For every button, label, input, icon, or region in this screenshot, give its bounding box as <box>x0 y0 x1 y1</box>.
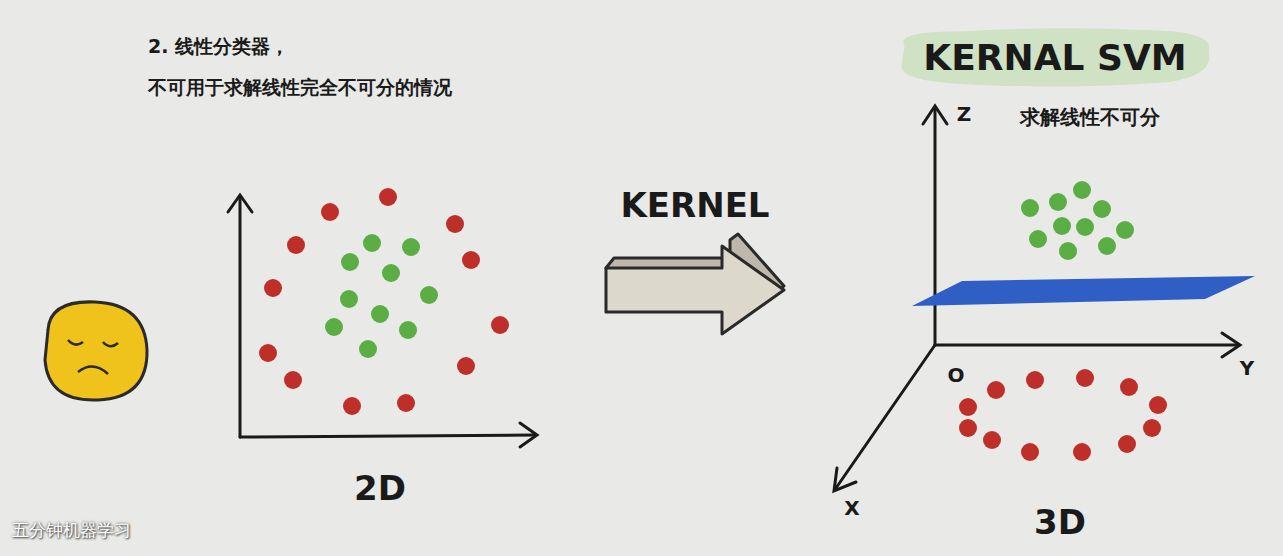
data-point <box>1093 200 1111 218</box>
heading-text: 2. 线性分类器， <box>148 34 289 60</box>
data-point <box>1053 217 1071 235</box>
data-point <box>399 321 417 339</box>
axis-label: X <box>844 496 859 520</box>
plot-caption: 2D <box>354 468 406 508</box>
data-point <box>1029 230 1047 248</box>
highlight-blob: KERNAL SVM <box>895 28 1215 87</box>
data-point <box>340 290 358 308</box>
data-point <box>491 316 509 334</box>
data-point <box>959 419 977 437</box>
axis-label: O <box>947 363 964 387</box>
data-point <box>371 305 389 323</box>
data-point <box>1098 237 1116 255</box>
kernel-arrow <box>606 234 784 334</box>
data-point <box>341 253 359 271</box>
axis-label: Z <box>957 102 972 126</box>
data-point <box>987 381 1005 399</box>
data-point <box>284 371 302 389</box>
data-point <box>420 286 438 304</box>
data-point <box>1076 218 1094 236</box>
data-point <box>1073 181 1091 199</box>
data-point <box>259 344 277 362</box>
data-point <box>1116 221 1134 239</box>
watermark: 五分钟机器学习 <box>12 519 131 542</box>
data-point <box>287 236 305 254</box>
plot-3d: 3D <box>790 95 1260 550</box>
data-point <box>382 264 400 282</box>
data-point <box>1049 193 1067 211</box>
axes-2d <box>228 195 537 447</box>
data-point <box>359 340 377 358</box>
data-point <box>1059 242 1077 260</box>
data-point <box>1026 371 1044 389</box>
edge-label: KERNEL <box>620 185 769 225</box>
data-point <box>1021 443 1039 461</box>
data-point <box>1021 199 1039 217</box>
axis-label: Y <box>1240 356 1254 380</box>
data-point <box>264 279 282 297</box>
data-point <box>1149 396 1167 414</box>
data-point <box>1073 443 1091 461</box>
data-point <box>1143 419 1161 437</box>
data-point <box>457 357 475 375</box>
data-point <box>402 238 420 256</box>
data-point <box>959 398 977 416</box>
plot-2d: 2D <box>215 180 600 510</box>
subtitle-text: 求解线性不可分 <box>1020 104 1160 131</box>
data-point <box>379 188 397 206</box>
hyperplane <box>912 276 1255 306</box>
data-point <box>397 394 415 412</box>
sad-face <box>45 302 147 400</box>
data-point <box>462 251 480 269</box>
heading-text: 不可用于求解线性完全不可分的情况 <box>148 75 452 101</box>
data-point <box>446 215 464 233</box>
data-point <box>343 397 361 415</box>
plot-caption: 3D <box>1034 502 1086 542</box>
data-point <box>1120 378 1138 396</box>
arrow-body <box>606 246 784 334</box>
data-point <box>1118 435 1136 453</box>
data-point <box>325 318 343 336</box>
data-point <box>983 431 1001 449</box>
data-point <box>1076 369 1094 387</box>
data-point <box>363 234 381 252</box>
data-points <box>259 181 1167 461</box>
data-point <box>321 203 339 221</box>
title-text: KERNAL SVM <box>923 37 1186 78</box>
